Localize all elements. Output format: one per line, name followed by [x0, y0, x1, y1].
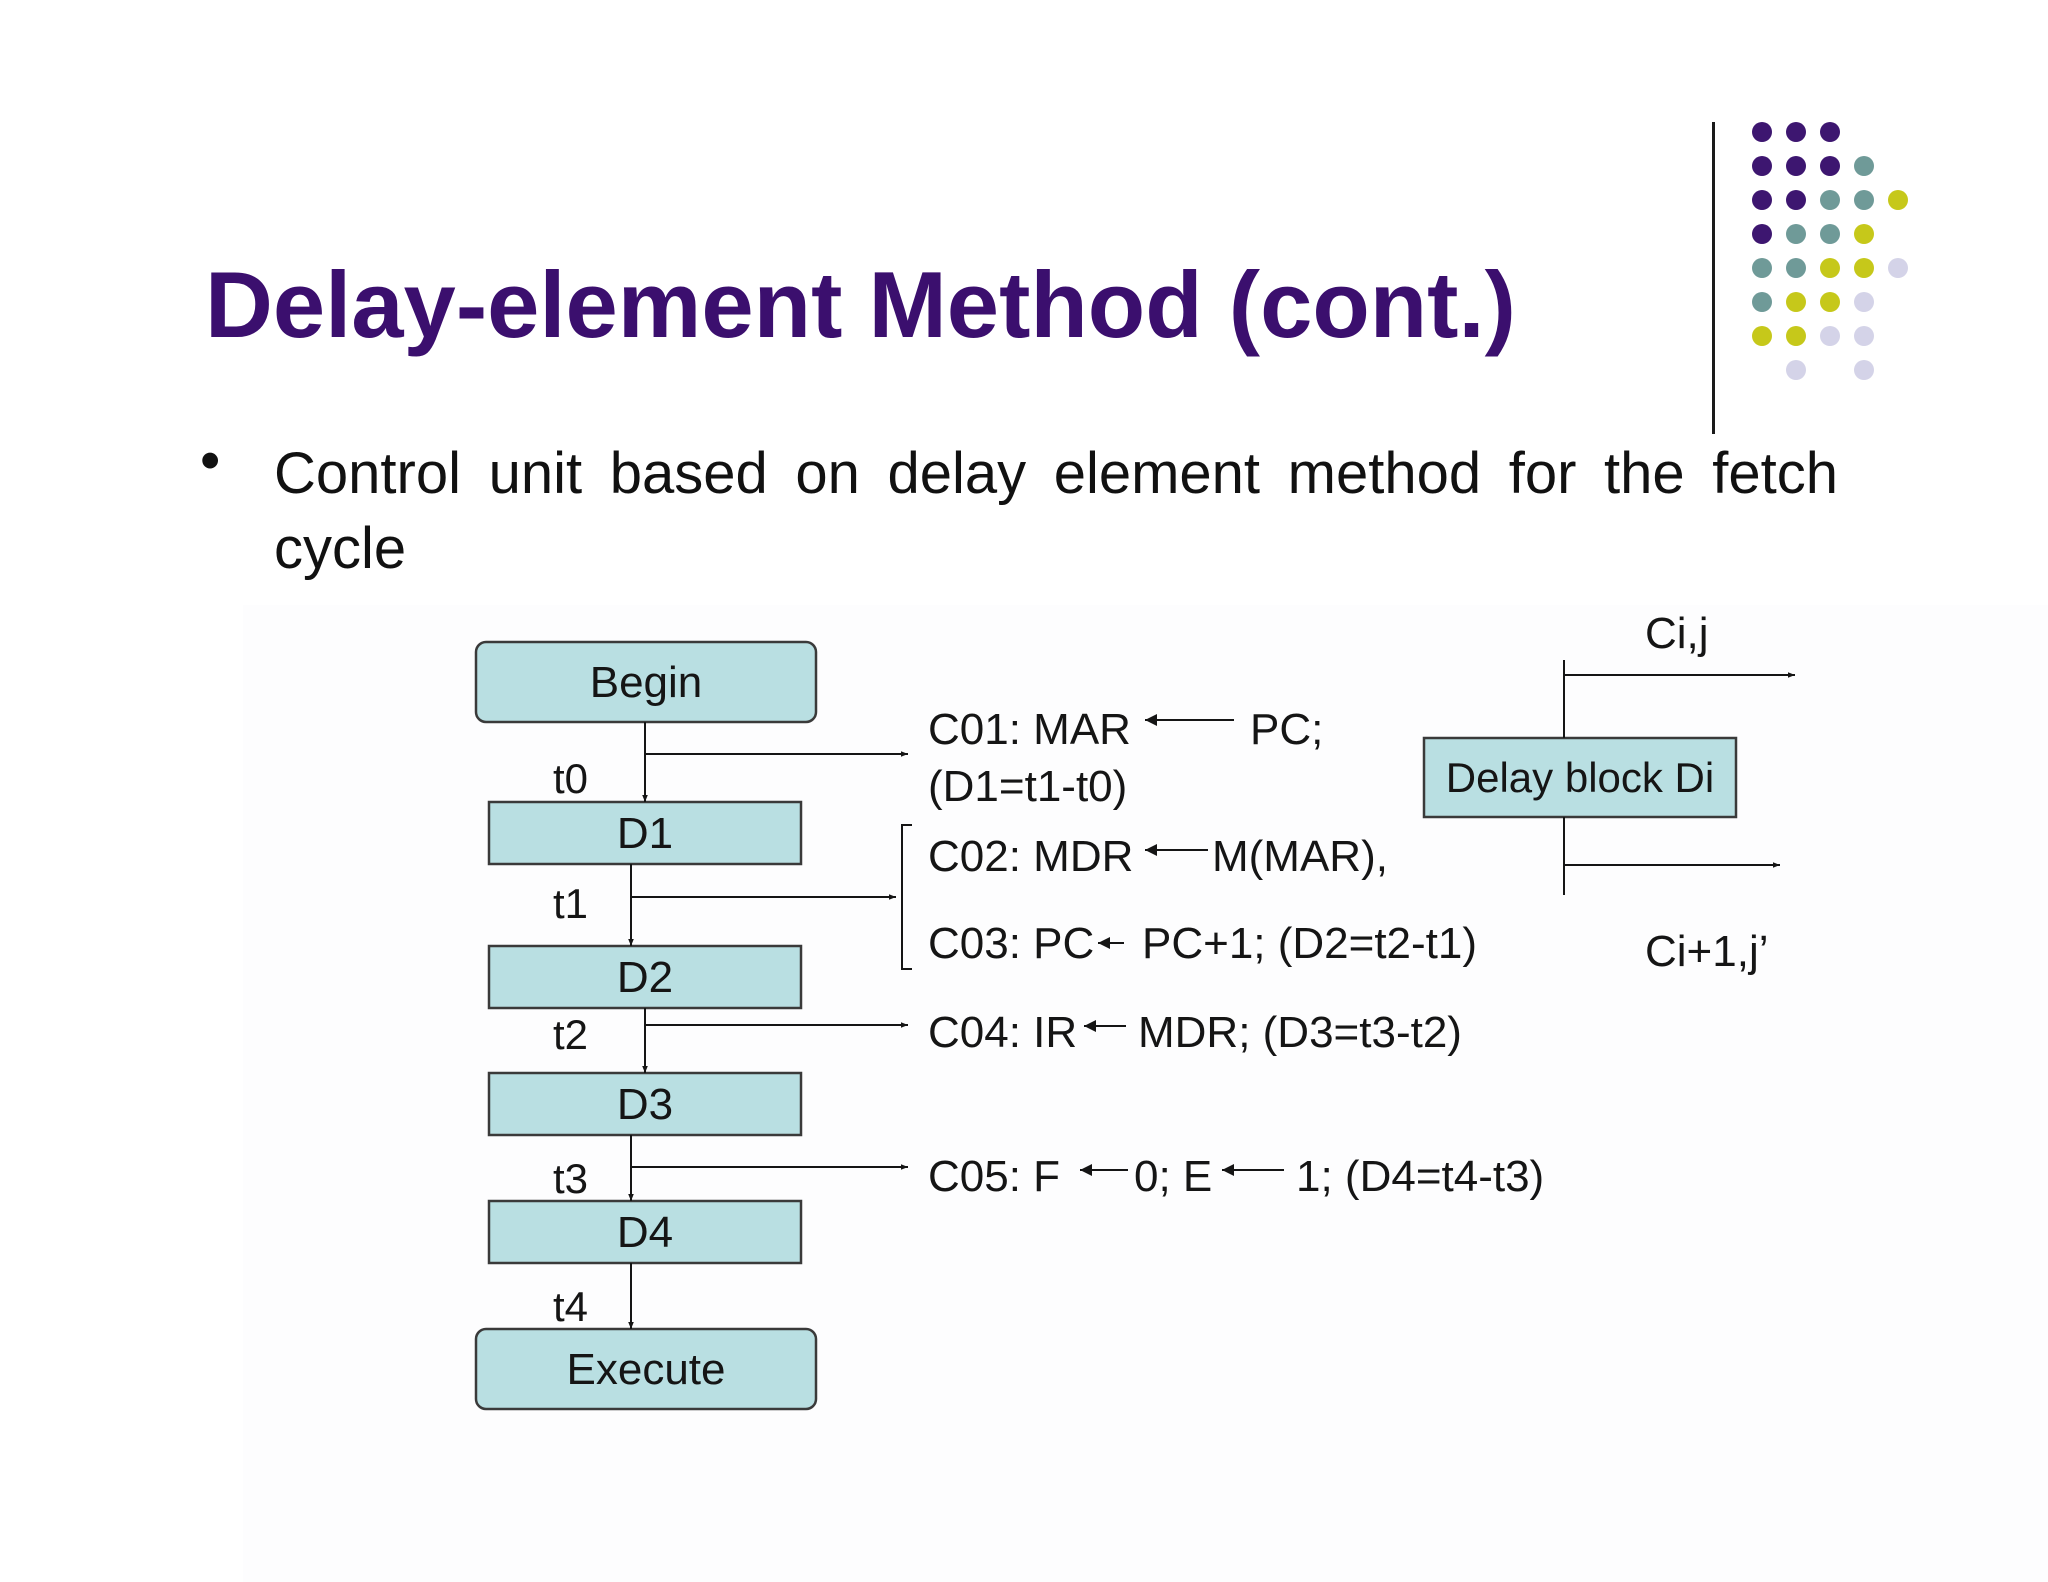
slide-title: Delay-element Method (cont.): [205, 252, 1516, 357]
bullet-dot-icon: •: [200, 428, 221, 493]
c05-text-f: C05: F: [928, 1152, 1060, 1201]
time-label-t0: t0: [553, 755, 588, 802]
dot-icon: [1786, 360, 1806, 380]
signal-label-in: Ci+1,j’: [1645, 927, 1769, 976]
c01-text-right: PC;: [1250, 705, 1323, 754]
dot-icon: [1752, 122, 1772, 142]
dot-icon: [1752, 190, 1772, 210]
dot-icon: [1854, 258, 1874, 278]
c02-text-left: C02: MDR: [928, 832, 1133, 881]
delay-block-box: [1422, 736, 1738, 819]
c01-note: (D1=t1-t0): [928, 762, 1127, 811]
d4-label: D4: [617, 1208, 673, 1257]
dot-icon: [1786, 258, 1806, 278]
d4-box: [487, 1199, 803, 1265]
bullet-text: Control unit based on delay element meth…: [274, 441, 1838, 581]
dot-icon: [1752, 292, 1772, 312]
dot-icon: [1820, 224, 1840, 244]
c01-text-left: C01: MAR: [928, 705, 1131, 754]
dot-icon: [1854, 156, 1874, 176]
dot-icon: [1854, 326, 1874, 346]
dot-icon: [1752, 156, 1772, 176]
begin-label: Begin: [590, 658, 703, 707]
title-divider-line: [1712, 122, 1715, 434]
d2-box: [487, 944, 803, 1010]
dot-icon: [1820, 326, 1840, 346]
dot-icon: [1820, 258, 1840, 278]
dot-icon: [1786, 156, 1806, 176]
c04-text-left: C04: IR: [928, 1008, 1077, 1057]
c02-text-right: M(MAR),: [1212, 832, 1388, 881]
signal-label-out: Ci,j: [1645, 609, 1709, 658]
dot-icon: [1786, 190, 1806, 210]
dot-icon: [1888, 258, 1908, 278]
c03-text-left: C03: PC: [928, 919, 1094, 968]
execute-label: Execute: [567, 1345, 726, 1394]
dot-icon: [1786, 122, 1806, 142]
c05-text-rest: 1; (D4=t4-t3): [1296, 1152, 1544, 1201]
delay-block-label: Delay block Di: [1446, 754, 1714, 801]
d3-box: [487, 1071, 803, 1137]
dot-icon: [1820, 122, 1840, 142]
dot-icon: [1820, 190, 1840, 210]
c03-text-right: PC+1; (D2=t2-t1): [1142, 919, 1477, 968]
dot-icon: [1752, 258, 1772, 278]
dot-icon: [1786, 292, 1806, 312]
time-label-t3: t3: [553, 1155, 588, 1202]
dot-icon: [1854, 224, 1874, 244]
dot-icon: [1820, 292, 1840, 312]
dot-icon: [1820, 156, 1840, 176]
d2-label: D2: [617, 953, 673, 1002]
dot-icon: [1854, 360, 1874, 380]
c02-c03-bracket: [901, 824, 912, 970]
d1-label: D1: [617, 809, 673, 858]
dot-icon: [1752, 224, 1772, 244]
dot-icon: [1786, 326, 1806, 346]
dot-icon: [1888, 190, 1908, 210]
dot-icon: [1854, 190, 1874, 210]
dot-icon: [1786, 224, 1806, 244]
execute-box: [474, 1327, 818, 1411]
time-label-t2: t2: [553, 1011, 588, 1058]
time-label-t4: t4: [553, 1283, 588, 1330]
c04-text-right: MDR; (D3=t3-t2): [1138, 1008, 1462, 1057]
dot-icon: [1854, 292, 1874, 312]
c05-text-e: 0; E: [1134, 1152, 1212, 1201]
d3-label: D3: [617, 1080, 673, 1129]
time-label-t1: t1: [553, 880, 588, 927]
dot-icon: [1752, 326, 1772, 346]
